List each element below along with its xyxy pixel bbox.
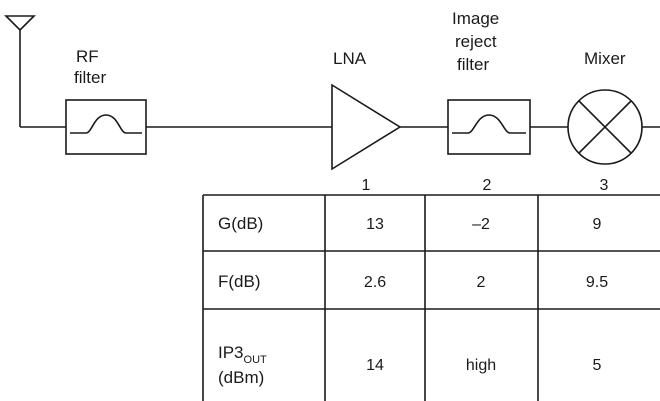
table-cell-ip3-3: 5: [593, 357, 602, 374]
rf-filter-block: [65, 99, 147, 155]
image-reject-filter-block: [447, 99, 531, 155]
table-cell-ip3-1: 14: [366, 357, 384, 374]
table-row-ip3-header: IP3OUT: [218, 343, 267, 366]
lna-label: LNA: [333, 49, 367, 68]
table-cell-nf-3: 9.5: [586, 274, 608, 291]
table-cell-ip3-2: high: [466, 357, 496, 374]
stage-number-2: 2: [483, 177, 492, 194]
table-cell-gain-2: –2: [472, 216, 490, 233]
stage-number-3: 3: [600, 177, 609, 194]
rf-filter-label-line2: filter: [74, 68, 106, 87]
table-cell-nf-2: 2: [477, 274, 486, 291]
table-row-noise-figure-header: F(dB): [218, 272, 261, 291]
mixer-label: Mixer: [584, 49, 626, 68]
ip3-base: IP3: [218, 343, 244, 362]
mixer-symbol: [567, 89, 643, 165]
image-filter-label-line2: reject: [455, 32, 497, 51]
ip3-subscript: OUT: [244, 354, 268, 366]
antenna-icon: [4, 15, 36, 127]
stage-number-1: 1: [362, 177, 371, 194]
table-row-gain-header: G(dB): [218, 214, 263, 233]
lna-amplifier-symbol: [331, 83, 402, 171]
table-row-ip3-unit: (dBm): [218, 368, 264, 387]
image-filter-label-line3: filter: [457, 55, 489, 74]
image-filter-label-line1: Image: [452, 9, 499, 28]
table-cell-gain-1: 13: [366, 216, 384, 233]
rf-filter-label-line1: RF: [76, 47, 99, 66]
parameter-table: [202, 194, 660, 401]
table-cell-nf-1: 2.6: [364, 274, 386, 291]
table-cell-gain-3: 9: [593, 216, 602, 233]
